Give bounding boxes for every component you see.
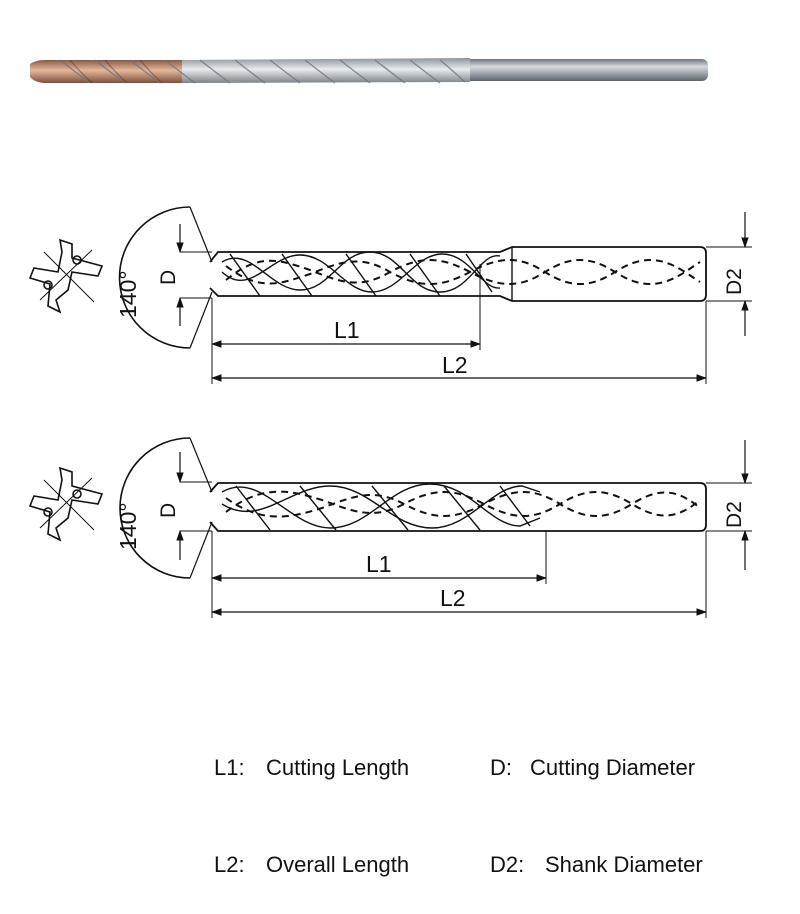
legend-item-l2: L2: Overall Length <box>214 849 409 882</box>
drawing-1 <box>28 206 752 384</box>
l1-label-1: L1 <box>334 317 360 343</box>
l1-label-2: L1 <box>366 551 392 577</box>
legend-right: D: Cutting Diameter D2: Shank Diameter <box>490 688 703 914</box>
legend-item-l1: L1: Cutting Length <box>214 752 409 785</box>
d2-label-1: D2 <box>723 268 746 295</box>
d-label-2: D <box>157 503 180 518</box>
legend-key: D: <box>490 755 512 780</box>
drill-outline-1 <box>209 246 707 302</box>
drill-diagram: 140° D D2 L1 L2 <box>28 58 752 618</box>
svg-text:L2: L2 <box>442 352 468 378</box>
angle-label-1: 140° <box>115 270 141 318</box>
angle-label-2: 140° <box>115 502 141 550</box>
svg-text:L1: L1 <box>334 317 360 343</box>
point-angle-arc-2 <box>119 437 191 579</box>
drill-photo-coated-tip <box>30 60 182 83</box>
drill-photo-fluted-body <box>180 58 470 83</box>
legend-desc: Shank Diameter <box>545 852 703 877</box>
legend-key: L2: <box>214 852 245 877</box>
legend-desc: Overall Length <box>266 852 410 877</box>
legend-key: L1: <box>214 755 245 780</box>
drill-photo <box>30 58 708 84</box>
l2-label-2: L2 <box>440 585 466 611</box>
drill-photo-shank <box>465 59 708 81</box>
end-view-icon-2 <box>28 466 104 542</box>
l2-label-1: L2 <box>442 352 468 378</box>
legend-item-d2: D2: Shank Diameter <box>490 849 703 882</box>
drill-outline-2 <box>209 482 707 532</box>
legend-item-d: D: Cutting Diameter <box>490 752 703 785</box>
d2-label-2: D2 <box>723 501 746 528</box>
d-label-1: D <box>157 270 180 285</box>
legend-desc: Cutting Length <box>266 755 410 780</box>
end-view-icon-1 <box>28 238 104 314</box>
legend-desc: Cutting Diameter <box>530 755 696 780</box>
drawing-2 <box>28 437 752 618</box>
legend-left: L1: Cutting Length L2: Overall Length <box>214 688 409 914</box>
point-angle-arc-1 <box>118 206 191 349</box>
legend-key: D2: <box>490 852 525 877</box>
